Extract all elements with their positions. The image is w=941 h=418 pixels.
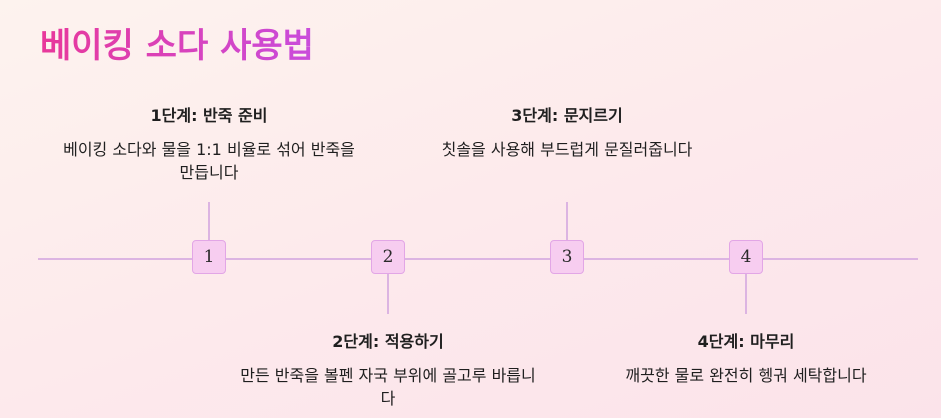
step-4-number: 4 (740, 247, 752, 267)
step-4-label: 4단계: 마무리 깨끗한 물로 완전히 헹궈 세탁합니다 (596, 328, 896, 387)
step-3-marker: 3 (550, 240, 584, 274)
step-1-title: 1단계: 반죽 준비 (150, 106, 268, 125)
step-3-connector (566, 202, 568, 240)
step-2-number: 2 (382, 247, 394, 267)
step-2-marker: 2 (371, 240, 405, 274)
step-4-connector (745, 274, 747, 314)
step-2-description: 만든 반죽을 볼펜 자국 부위에 골고루 바릅니다 (240, 366, 536, 408)
step-1-connector (208, 202, 210, 240)
page-title: 베이킹 소다 사용법 (40, 18, 314, 67)
timeline-axis (38, 258, 918, 260)
step-3-title: 3단계: 문지르기 (511, 106, 623, 125)
step-2-label: 2단계: 적용하기 만든 반죽을 볼펜 자국 부위에 골고루 바릅니다 (238, 328, 538, 410)
step-3-description: 칫솔을 사용해 부드럽게 문질러줍니다 (441, 140, 693, 159)
step-2-connector (387, 274, 389, 314)
step-3-number: 3 (561, 247, 573, 267)
step-2-title: 2단계: 적용하기 (332, 332, 444, 351)
step-3-label: 3단계: 문지르기 칫솔을 사용해 부드럽게 문질러줍니다 (417, 102, 717, 161)
step-1-description: 베이킹 소다와 물을 1:1 비율로 섞어 반죽을 만듭니다 (63, 140, 355, 182)
step-1-number: 1 (203, 247, 215, 267)
step-1-marker: 1 (192, 240, 226, 274)
step-4-title: 4단계: 마무리 (697, 332, 795, 351)
step-4-description: 깨끗한 물로 완전히 헹궈 세탁합니다 (625, 366, 867, 385)
step-1-label: 1단계: 반죽 준비 베이킹 소다와 물을 1:1 비율로 섞어 반죽을 만듭니… (59, 102, 359, 184)
step-4-marker: 4 (729, 240, 763, 274)
